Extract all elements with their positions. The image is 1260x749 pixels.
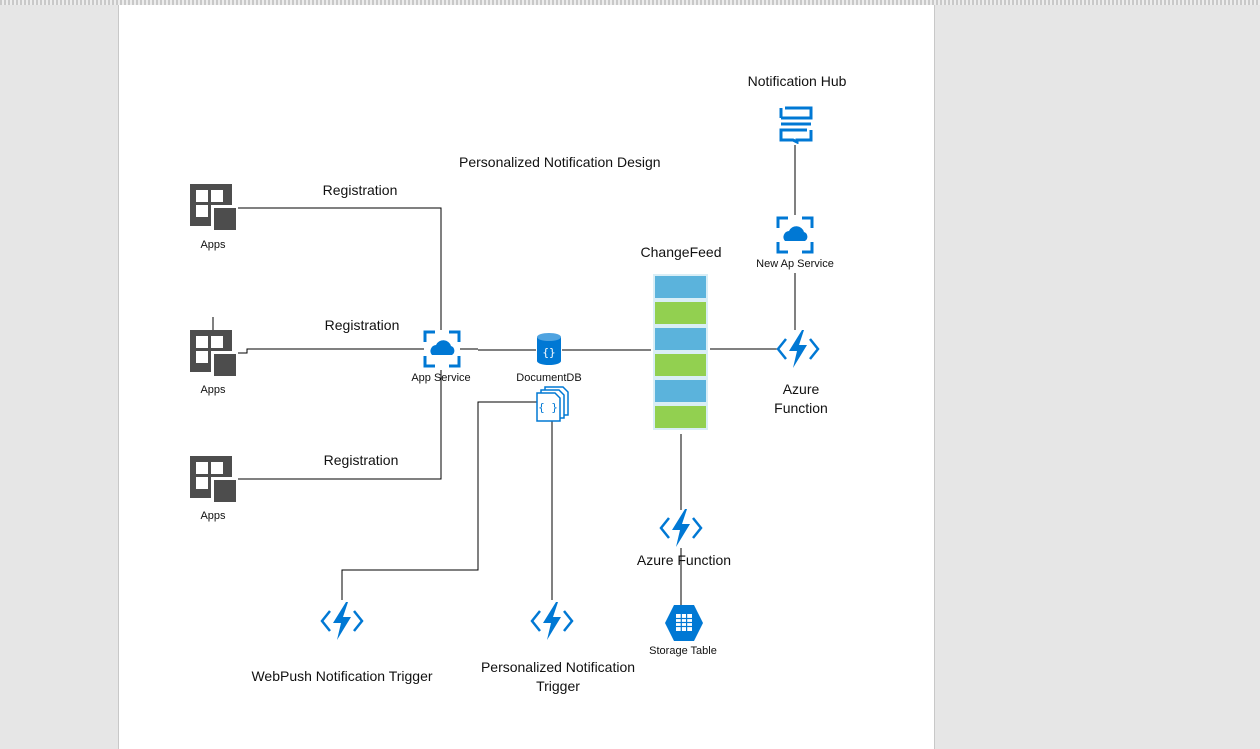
wire-doc-webpush bbox=[341, 401, 538, 600]
ruler-border bbox=[0, 0, 1260, 5]
new-app-service-label: New Ap Service bbox=[756, 258, 834, 270]
azure-function-icon[interactable] bbox=[776, 329, 820, 369]
azure-function-label-line1: Azure bbox=[782, 381, 820, 397]
azure-function-icon[interactable] bbox=[530, 601, 574, 641]
notification-hub-icon[interactable] bbox=[777, 106, 815, 144]
apps-icon[interactable] bbox=[190, 456, 238, 504]
storage-table-label: Storage Table bbox=[649, 645, 717, 657]
app-service-icon[interactable] bbox=[423, 330, 461, 368]
changefeed-label: ChangeFeed bbox=[640, 244, 722, 260]
wire-apps1-app-service bbox=[238, 207, 442, 330]
azure-function-label-line2: Function bbox=[774, 400, 828, 416]
apps-label: Apps bbox=[200, 510, 226, 522]
document-icon[interactable]: { } bbox=[536, 385, 570, 423]
apps-label: Apps bbox=[200, 384, 226, 396]
personalized-trigger-label-line1: Personalized Notification bbox=[480, 659, 636, 675]
personalized-trigger-label-line2: Trigger bbox=[536, 678, 580, 694]
webpush-trigger-label: WebPush Notification Trigger bbox=[251, 668, 433, 684]
app-service-icon[interactable] bbox=[776, 216, 814, 254]
storage-table-icon[interactable] bbox=[664, 604, 704, 642]
documentdb-icon[interactable]: {} bbox=[536, 332, 562, 366]
svg-text:{ }: { } bbox=[538, 401, 558, 414]
documentdb-label: DocumentDB bbox=[516, 372, 582, 384]
registration-label: Registration bbox=[323, 452, 399, 468]
app-service-label: App Service bbox=[411, 372, 471, 384]
notification-hub-label: Notification Hub bbox=[747, 73, 847, 89]
azure-function-icon[interactable] bbox=[320, 601, 364, 641]
registration-label: Registration bbox=[324, 317, 400, 333]
wire-apps3-app-service bbox=[238, 370, 442, 480]
apps-icon[interactable] bbox=[190, 184, 238, 232]
wire-apps2-app-service bbox=[238, 348, 424, 354]
azure-function-bottom-label: Azure Function bbox=[636, 552, 732, 568]
changefeed-queue-icon[interactable] bbox=[653, 274, 709, 432]
diagram-title: Personalized Notification Design bbox=[459, 154, 661, 170]
azure-function-icon[interactable] bbox=[659, 508, 703, 548]
svg-text:{}: {} bbox=[542, 346, 555, 359]
registration-label: Registration bbox=[322, 182, 398, 198]
apps-icon[interactable] bbox=[190, 330, 238, 378]
apps-label: Apps bbox=[200, 239, 226, 251]
